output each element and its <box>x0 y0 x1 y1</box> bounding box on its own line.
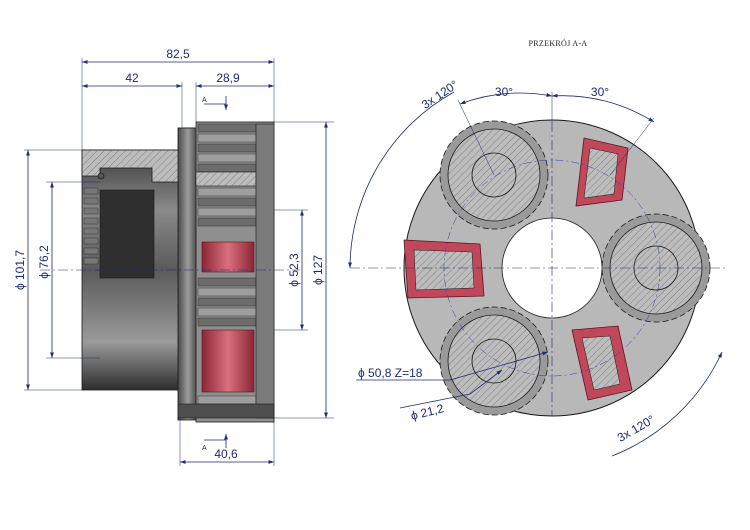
side-dimensions: 82,5 42 28,9 40,6 A A ϕ 101,7 ϕ 76,2 <box>13 47 334 466</box>
dim-angle-spacing-top: 3x 120° <box>419 77 461 112</box>
section-marker-bottom: A <box>202 445 207 452</box>
dim-dia-outer-hub: ϕ 101,7 <box>13 250 27 290</box>
planet-gear-bottom <box>439 306 549 416</box>
spline-teeth <box>83 187 99 265</box>
housing-ring <box>255 123 275 419</box>
gear-section <box>195 171 257 187</box>
dim-pitch-circle: ϕ 50,8 Z=18 <box>358 366 423 380</box>
flange-disk <box>177 127 199 421</box>
base-plate <box>177 403 275 419</box>
bolt-hole <box>97 172 105 180</box>
red-roller-lower <box>201 329 255 393</box>
section-title: PRZEKRÓJ A-A <box>529 38 588 48</box>
hub-inner-bore <box>99 189 155 279</box>
section-marker-top: A <box>202 97 207 104</box>
side-view <box>40 121 300 423</box>
dim-dia-outer: ϕ 127 <box>311 255 325 285</box>
dim-angle-spacing-bottom: 3x 120° <box>615 412 658 445</box>
dim-planet-bore: ϕ 21,2 <box>409 401 445 423</box>
dim-gear-offset: 28,9 <box>216 71 240 85</box>
dim-dia-spline: ϕ 76,2 <box>37 245 51 279</box>
dim-total-length: 82,5 <box>166 47 190 61</box>
dim-angle-right: 30° <box>591 85 609 99</box>
dim-hub-length: 42 <box>125 71 139 85</box>
dim-angle-left: 30° <box>495 85 513 99</box>
dim-dia-bore: ϕ 52,3 <box>287 253 301 287</box>
red-roller-upper <box>201 241 255 273</box>
dim-gear-width: 40,6 <box>214 447 238 461</box>
